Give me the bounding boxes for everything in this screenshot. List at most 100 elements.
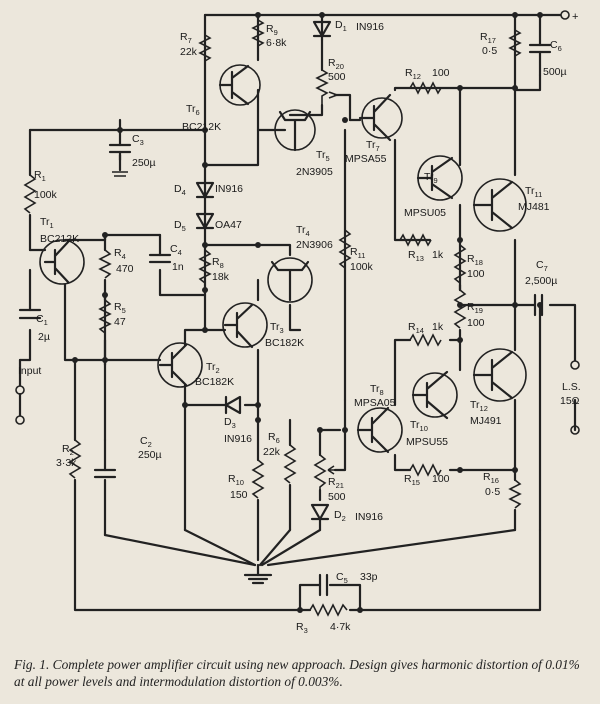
transistor-tr2 [157, 342, 203, 388]
tr3-label: Tr3 [270, 321, 284, 335]
resistor-r9 [251, 19, 265, 47]
wiring [18, 13, 577, 612]
capacitor-c4 [148, 253, 172, 264]
r20-label: R20 [328, 57, 344, 71]
supply-label: + [572, 11, 578, 23]
resistor-r19 [453, 289, 467, 329]
junction-dots [72, 12, 543, 613]
r6-label: R6 [268, 431, 280, 445]
resistors [23, 19, 522, 617]
tr4-label: Tr4 [296, 224, 310, 238]
diode-d3 [224, 395, 242, 415]
r1-value: 100k [34, 189, 58, 201]
c6-value: 500µ [543, 66, 567, 78]
transistor-tr9 [416, 155, 463, 201]
capacitor-c6 [528, 43, 552, 77]
tr11-label: Tr11 [525, 185, 542, 199]
tr9-value: MPSU05 [404, 207, 446, 219]
r16-value: 0·5 [485, 486, 500, 498]
speaker-terminal-neg [570, 425, 580, 435]
diodes [195, 20, 332, 521]
transistor-tr3 [222, 302, 268, 349]
r14-label: R14 [408, 321, 424, 335]
transistor-tr11 [472, 178, 527, 232]
r19-value: 100 [467, 317, 485, 329]
tr8-value: MPSA05 [354, 397, 396, 409]
tr9-label: Tr9 [424, 171, 438, 185]
transistor-tr1 [39, 239, 85, 285]
c1-value: 2µ [38, 331, 50, 343]
r4-value: 470 [116, 263, 134, 275]
c5-label: C5 [336, 571, 348, 585]
r10-label: R10 [228, 473, 244, 487]
capacitor-c3 [108, 143, 132, 177]
tr7-value: MPSA55 [345, 153, 387, 165]
resistor-r4 [98, 249, 112, 279]
tr5-label: Tr5 [316, 149, 330, 163]
resistor-r17 [508, 29, 522, 57]
tr7-label: Tr7 [366, 139, 380, 153]
r2-value: 3·3k [56, 457, 77, 469]
r18-label: R18 [467, 253, 483, 267]
c4-value: 1n [172, 261, 184, 273]
speaker-terminal-pos [570, 360, 580, 370]
r21-value: 500 [328, 491, 346, 503]
transistor-tr10 [411, 370, 458, 420]
resistor-r10 [251, 459, 265, 499]
transistor-tr7 [358, 93, 403, 142]
resistor-r14 [409, 333, 442, 347]
input-label: Input [18, 365, 41, 377]
r14-value: 1k [432, 321, 444, 333]
diode-d4 [195, 181, 215, 199]
d1-label: D1 [335, 19, 347, 33]
c2-value: 250µ [138, 449, 162, 461]
c2-label: C2 [140, 435, 152, 449]
tr12-label: Tr12 [470, 399, 488, 413]
r21-label: R21 [328, 476, 344, 490]
r9-value: 6·8k [266, 37, 287, 49]
tr12-value: MJ491 [470, 415, 502, 427]
r11-label: R11 [350, 246, 365, 260]
r15-value: 100 [432, 473, 450, 485]
tr5-value: 2N3905 [296, 166, 333, 178]
r18-value: 100 [467, 268, 485, 280]
terminals [15, 10, 580, 435]
supply-terminal [560, 10, 570, 20]
d1-value: IN916 [356, 21, 384, 33]
d4-label: D4 [174, 183, 186, 197]
tr6-value: BC212K [182, 121, 221, 133]
transistors [39, 64, 527, 454]
r19-label: R19 [467, 301, 483, 315]
c7-label: C7 [536, 259, 548, 273]
c3-value: 250µ [132, 157, 156, 169]
ground-symbol [243, 573, 273, 585]
d5-value: OA47 [215, 219, 242, 231]
transistor-tr4 [267, 257, 313, 303]
c7-value: 2,500µ [525, 275, 557, 287]
r3-label: R3 [296, 621, 308, 635]
resistor-r18 [453, 244, 467, 284]
resistor-r8 [198, 249, 212, 284]
resistor-r3 [309, 603, 348, 617]
r5-label: R5 [114, 301, 126, 315]
resistor-r2 [68, 439, 82, 479]
c5-value: 33p [360, 571, 378, 583]
diode-d2 [310, 503, 330, 521]
resistor-r7 [198, 34, 212, 62]
r17-label: R17 [480, 31, 496, 45]
capacitor-c7 [533, 293, 544, 317]
tr11-value: MJ481 [518, 201, 550, 213]
capacitor-c2 [93, 468, 117, 479]
resistor-r12 [409, 81, 442, 95]
tr6-label: Tr6 [186, 103, 200, 117]
resistor-r20 [315, 69, 329, 105]
c4-label: C4 [170, 243, 182, 257]
r9-label: R9 [266, 23, 278, 37]
transistor-tr8 [356, 406, 403, 454]
resistor-r6 [283, 444, 297, 484]
transistor-tr5 [274, 109, 316, 152]
c1-label: C1 [36, 313, 48, 327]
r13-label: R13 [408, 249, 424, 263]
c3-label: C3 [132, 133, 144, 147]
resistor-r16 [508, 479, 522, 509]
